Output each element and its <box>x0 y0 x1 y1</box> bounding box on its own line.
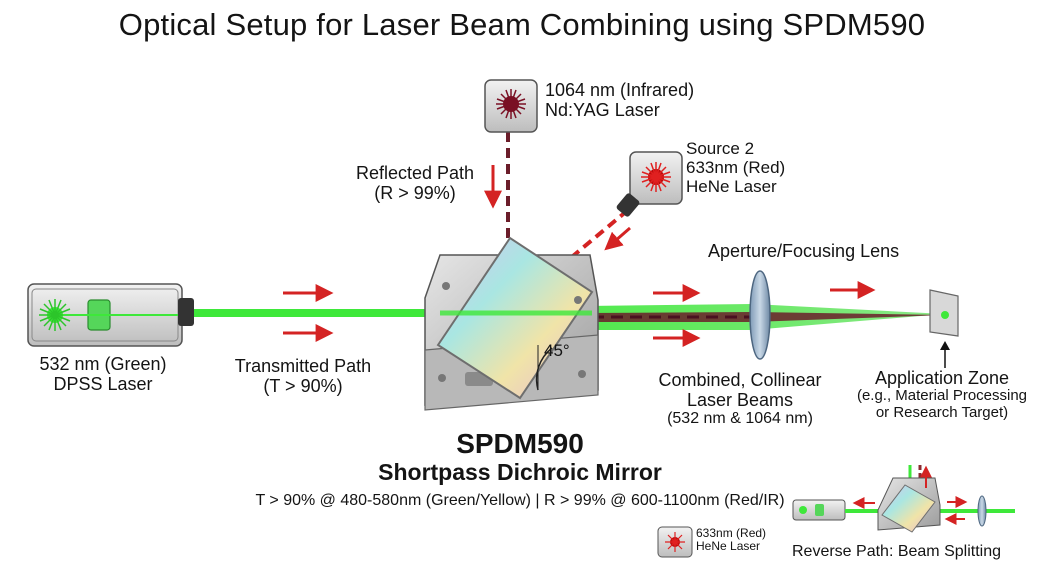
application-zone-title: Application Zone <box>874 368 1010 388</box>
page-title: Optical Setup for Laser Beam Combining u… <box>118 7 926 42</box>
green-beam-input <box>192 309 510 317</box>
application-zone-label: Application Zone (e.g., Material Process… <box>832 368 1044 422</box>
dpss-laser <box>27 283 194 347</box>
inset-caption: Reverse Path: Beam Splitting <box>792 543 1001 560</box>
combined-beams-label: Combined, Collinear Laser Beams (532 nm … <box>630 370 850 428</box>
combined-beams-line3: (532 nm & 1064 nm) <box>667 410 813 428</box>
dpss-wavelength: 532 nm (Green) <box>39 354 167 374</box>
inset-hene-name: HeNe Laser <box>696 539 761 554</box>
arrow-diagonal-icon <box>604 226 631 251</box>
reflected-path-value: (R > 99%) <box>374 183 456 204</box>
dichroic-mirror-glass <box>436 236 594 400</box>
inset-dpss-laser <box>792 499 846 521</box>
target-card-icon <box>929 289 959 368</box>
angle-arc <box>535 347 553 391</box>
reflected-path-title: Reflected Path <box>355 163 475 183</box>
nd-yag-laser <box>484 79 538 133</box>
lens-label: Aperture/Focusing Lens <box>708 241 900 261</box>
arrow-right-icon <box>283 281 876 347</box>
combined-beams-line2: Laser Beams <box>686 390 794 411</box>
inset-hene-laser <box>657 526 693 558</box>
transmitted-path-label: Transmitted Path (T > 90%) <box>218 356 388 396</box>
hene-source: Source 2 <box>686 139 755 158</box>
inset-hene-label: 633nm (Red) HeNe Laser <box>696 526 767 554</box>
green-laser-burst-icon <box>39 299 71 331</box>
mirror-name: SPDM590 <box>456 428 584 459</box>
combined-beams-line1: Combined, Collinear <box>658 370 822 390</box>
application-zone-line2: (e.g., Material Processing <box>856 387 1028 405</box>
mirror-subtitle: Shortpass Dichroic Mirror <box>378 459 662 485</box>
transmitted-path-title: Transmitted Path <box>234 356 372 376</box>
application-zone-line3: or Research Target) <box>875 403 1009 421</box>
inset-reverse-path <box>657 465 1015 558</box>
red-laser-burst-icon <box>641 162 671 192</box>
hene-wavelength: 633nm (Red) <box>686 158 786 178</box>
dichroic-mirror-mount <box>424 236 599 411</box>
transmitted-path-value: (T > 90%) <box>263 376 343 397</box>
mirror-spec: T > 90% @ 480-580nm (Green/Yellow) | R >… <box>255 492 785 509</box>
laser-burst-icon <box>496 89 526 119</box>
dpss-name: DPSS Laser <box>53 374 153 395</box>
hene-name: HeNe Laser <box>686 177 777 197</box>
dpss-label: 532 nm (Green) DPSS Laser <box>28 354 178 394</box>
angle-label: 45° <box>544 341 570 360</box>
inset-laser-burst-icon <box>665 532 685 552</box>
hene-laser <box>616 151 683 217</box>
reflected-path-label: Reflected Path (R > 99%) <box>345 163 485 203</box>
inset-hene-wavelength: 633nm (Red) <box>696 526 767 540</box>
lens-icon <box>749 270 771 360</box>
hene-label: Source 2 633nm (Red) HeNe Laser <box>686 139 785 196</box>
nd-yag-label: 1064 nm (Infrared) Nd:YAG Laser <box>545 80 694 120</box>
nd-yag-name: Nd:YAG Laser <box>545 100 660 121</box>
nd-yag-wavelength: 1064 nm (Infrared) <box>545 80 695 100</box>
